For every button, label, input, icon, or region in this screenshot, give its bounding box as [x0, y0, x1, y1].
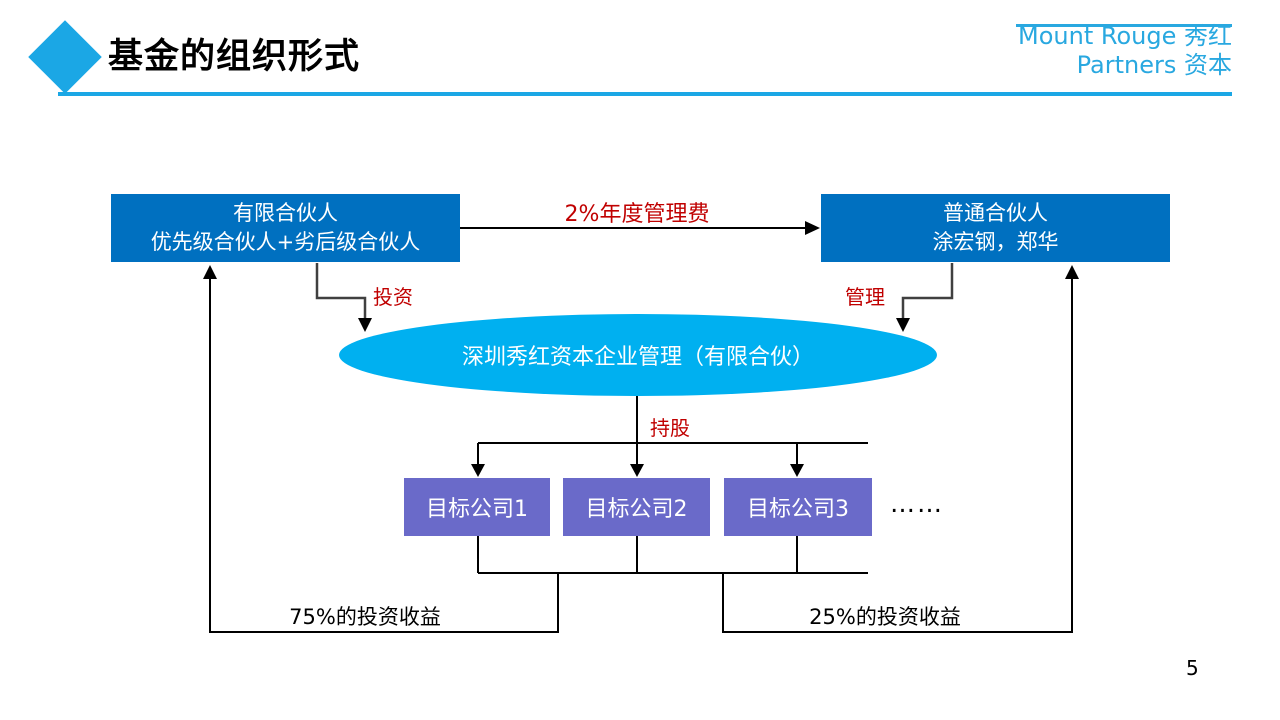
branch-arrowhead-2-icon: [630, 464, 644, 477]
title-diamond-icon: [28, 20, 102, 94]
fund-entity-ellipse: 深圳秀红资本企业管理（有限合伙）: [339, 314, 937, 396]
invest-label: 投资: [373, 285, 413, 309]
gp-return-label: 25%的投资收益: [809, 605, 961, 629]
target-company-box-1: 目标公司1: [404, 478, 550, 536]
gp-box-line1: 普通合伙人: [943, 201, 1048, 225]
limited-partner-box: 有限合伙人 优先级合伙人+劣后级合伙人: [111, 194, 460, 262]
header-divider: [58, 92, 1232, 96]
brand-logo-line1: Mount Rouge 秀红: [1018, 22, 1232, 50]
target-company-box-2: 目标公司2: [563, 478, 710, 536]
target-company-box-3: 目标公司3: [724, 478, 872, 536]
manage-connector: [901, 263, 954, 320]
invest-arrowhead-down-icon: [358, 318, 372, 332]
fee-arrowhead-right-icon: [805, 221, 820, 235]
manage-label: 管理: [845, 285, 885, 309]
logo-rule: [1016, 24, 1232, 27]
gp-return-arrowhead-up-icon: [1065, 265, 1079, 279]
lp-box-line2: 优先级合伙人+劣后级合伙人: [150, 230, 421, 254]
management-fee-label: 2%年度管理费: [564, 202, 710, 227]
more-targets-ellipsis: ……: [890, 489, 944, 518]
lp-return-arrowhead-up-icon: [203, 265, 217, 279]
invest-connector: [315, 263, 367, 320]
branch-arrowhead-3-icon: [790, 464, 804, 477]
brand-logo: Mount Rouge 秀红 Partners 资本: [1018, 22, 1232, 80]
general-partner-box: 普通合伙人 涂宏钢，郑华: [821, 194, 1170, 262]
page-number: 5: [1186, 656, 1199, 680]
page-title: 基金的组织形式: [108, 37, 361, 77]
gp-box-line2: 涂宏钢，郑华: [932, 230, 1059, 254]
brand-logo-line2: Partners 资本: [1076, 51, 1232, 79]
branch-arrowhead-1-icon: [471, 464, 485, 477]
holding-label: 持股: [650, 416, 690, 440]
lp-box-line1: 有限合伙人: [233, 201, 338, 225]
manage-arrowhead-down-icon: [896, 318, 910, 332]
lp-return-label: 75%的投资收益: [289, 605, 441, 629]
